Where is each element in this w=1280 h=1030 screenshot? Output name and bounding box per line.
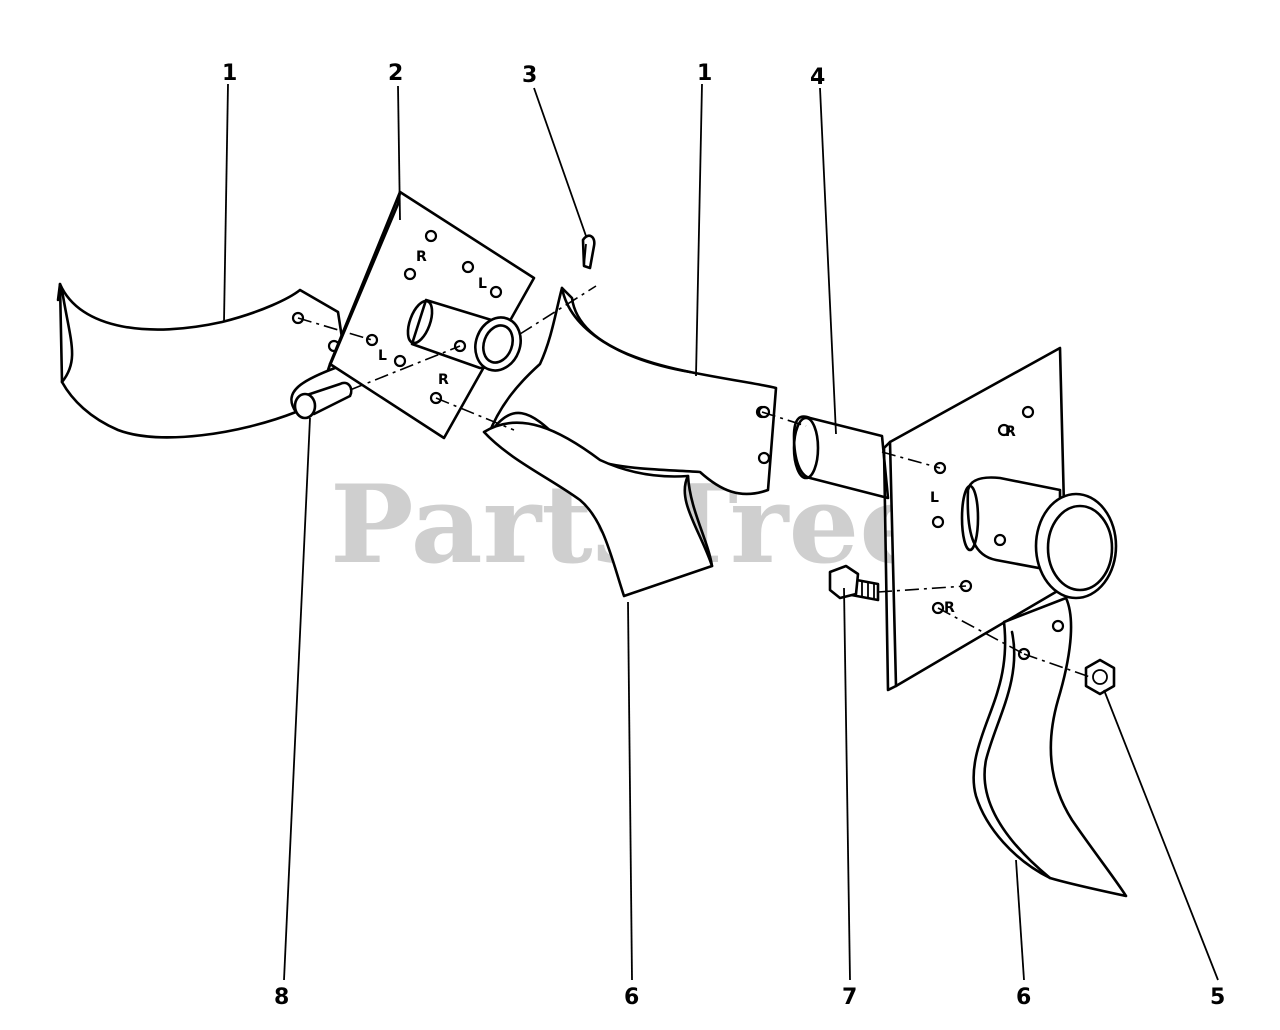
plate-mark-r: R <box>944 600 955 616</box>
callout-6: 6 <box>1016 985 1031 1010</box>
left-flange-plate-part-2: R L L R <box>326 190 536 440</box>
middle-spike-tine-part-6 <box>482 421 714 598</box>
clevis-pin-part-8 <box>293 381 353 420</box>
callout-4: 4 <box>810 65 825 90</box>
right-spike-tine-part-6 <box>972 596 1128 898</box>
plate-mark-r: R <box>416 249 427 265</box>
hex-nut-part-5 <box>1084 658 1116 696</box>
plate-mark-l: L <box>378 348 387 364</box>
leader-lines <box>223 83 1219 981</box>
plate-mark-r: R <box>1005 424 1016 440</box>
plate-mark-l: L <box>930 490 939 506</box>
callout-2: 2 <box>388 61 403 86</box>
plate-mark-r: R <box>438 372 449 388</box>
callout-3: 3 <box>522 63 537 88</box>
cotter-pin-part-3 <box>581 234 596 270</box>
plate-mark-l: L <box>478 276 487 292</box>
callout-numbers: 1 2 3 1 4 8 6 7 6 5 <box>222 61 1225 1010</box>
right-flange-plate-part-4: R L R <box>757 346 1118 692</box>
callout-7: 7 <box>842 985 857 1010</box>
callout-1: 1 <box>697 61 712 86</box>
callout-5: 5 <box>1210 985 1225 1010</box>
callout-6: 6 <box>624 985 639 1010</box>
callout-1: 1 <box>222 61 237 86</box>
assembly-centerlines <box>297 285 1091 678</box>
bolt-part-7 <box>828 564 880 602</box>
callout-8: 8 <box>274 985 289 1010</box>
